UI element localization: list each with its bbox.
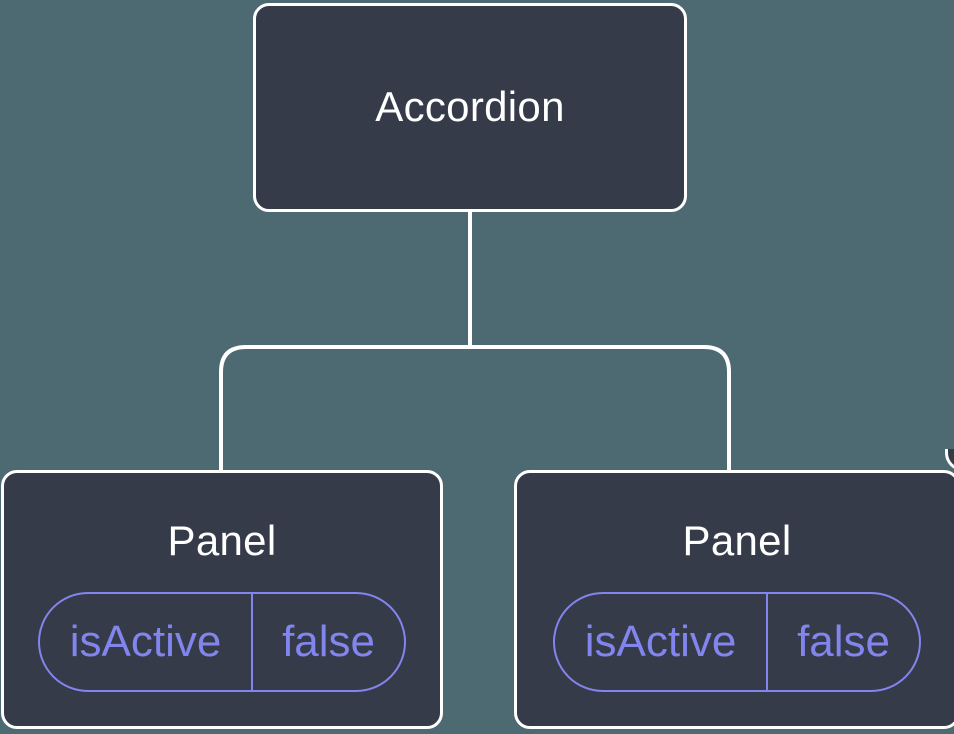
connector-branch <box>219 345 731 473</box>
state-name-label: isActive <box>555 593 769 690</box>
clipped-node-fragment <box>945 449 954 471</box>
accordion-node-label: Accordion <box>375 83 565 131</box>
state-name-label: isActive <box>40 593 254 690</box>
panel-left-state-pill: isActive false <box>38 591 406 692</box>
panel-right-state-pill: isActive false <box>553 591 921 692</box>
state-value-label: false <box>282 616 376 666</box>
panel-left-label: Panel <box>167 517 277 564</box>
panel-node-right: Panel isActive false <box>514 470 954 729</box>
panel-right-label: Panel <box>682 517 792 564</box>
accordion-node: Accordion <box>253 3 687 212</box>
state-value-label: false <box>797 616 891 666</box>
panel-node-left: Panel isActive false <box>1 470 443 729</box>
